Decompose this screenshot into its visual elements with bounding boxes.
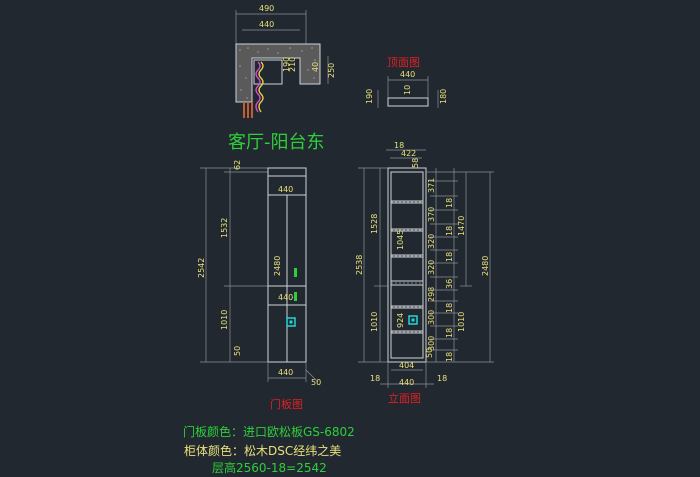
elev-inner-width: 422	[401, 149, 416, 158]
elev-shelf-dim: 320	[427, 260, 436, 275]
elev-cabinet-outline	[387, 167, 427, 363]
elev-shelf-dim: 320	[427, 234, 436, 249]
dim-190: 190	[282, 57, 291, 72]
door-width-mid: 440	[278, 293, 293, 302]
elev-upper: 1528	[370, 214, 379, 234]
plan-view: 490 440 190 210 40 250	[235, 4, 336, 118]
elev-shelf-dim: 371	[427, 178, 436, 193]
body-color-note: 柜体颜色：松木DSC经纬之美	[184, 443, 341, 458]
elev-shelf-dim: 300	[427, 336, 436, 351]
door-width-bottom: 440	[278, 368, 293, 377]
top-right-dim: 180	[439, 89, 448, 104]
elev-right-total: 2480	[481, 256, 490, 276]
elev-shelf-dim: 18	[445, 328, 454, 338]
elev-right-upper: 1470	[457, 216, 466, 236]
door-offset-dim: 50	[311, 378, 321, 387]
top-view-box	[387, 97, 429, 107]
elev-top-thk: 18	[394, 141, 404, 150]
top-view-title: 顶面图	[387, 56, 420, 69]
door-width-top: 440	[278, 185, 293, 194]
door-top-gap: 62	[233, 160, 242, 170]
top-left-dim: 190	[365, 89, 374, 104]
top-width-dim: 440	[400, 70, 415, 79]
elev-lower-span: 924	[396, 313, 405, 328]
door-color-note: 门板颜色：进口欧松板GS-6802	[183, 424, 355, 439]
dim-40: 40	[311, 62, 320, 72]
floor-height-note: 层高2560-18=2542	[212, 460, 327, 475]
door-handle-upper	[294, 268, 297, 277]
elev-shelf-dim: 370	[427, 207, 436, 222]
elev-shelf-dim: 36	[445, 279, 454, 289]
elev-shelf-dim: 18	[445, 352, 454, 362]
top-view: 顶面图 440 190 10 180	[365, 56, 448, 108]
dim-210: 210	[288, 57, 297, 72]
door-view: 62 1532 2542 1010 50 440 440 2480 440 50…	[197, 160, 321, 411]
door-lower-dim: 1010	[220, 310, 229, 330]
door-total-dim: 2542	[197, 258, 206, 278]
top-inner-dim: 10	[403, 85, 412, 95]
elev-side-right: 18	[437, 374, 447, 383]
elev-shelf-dim: 300	[427, 310, 436, 325]
elev-knob-icon	[408, 315, 418, 325]
door-knob-icon	[286, 317, 296, 327]
elev-bottom-dim: 50	[425, 348, 434, 358]
elev-top-gap: 58	[411, 158, 420, 168]
elev-inner-bottom: 404	[399, 361, 414, 370]
elev-side-left: 18	[370, 374, 380, 383]
elev-lower: 1010	[370, 312, 379, 332]
elev-middle-span: 1045	[396, 230, 405, 250]
elev-shelf-dim: 18	[445, 252, 454, 262]
door-handle-lower	[294, 292, 297, 301]
elev-total: 2538	[355, 255, 364, 275]
elev-shelf-dim: 18	[445, 303, 454, 313]
elevation-view-title: 立面图	[388, 391, 421, 405]
plan-wall	[235, 43, 321, 103]
dim-top-inner: 440	[259, 20, 274, 29]
elev-shelf-dim: 18	[445, 226, 454, 236]
door-upper-dim: 1532	[220, 218, 229, 238]
room-title: 客厅-阳台东	[228, 132, 325, 153]
door-total-height: 2480	[273, 256, 282, 276]
door-view-title: 门板图	[270, 397, 303, 411]
elevation-view: 18 422 58 2538 1528 1010 1045 92	[355, 141, 494, 405]
elev-shelf-dim: 18	[445, 198, 454, 208]
dim-top-outer: 490	[259, 4, 274, 13]
elev-width: 440	[399, 378, 414, 387]
door-bottom-dim: 50	[233, 346, 242, 356]
dim-250: 250	[327, 63, 336, 78]
elev-right-lower: 1010	[457, 312, 466, 332]
elev-shelf-dim: 298	[427, 287, 436, 302]
